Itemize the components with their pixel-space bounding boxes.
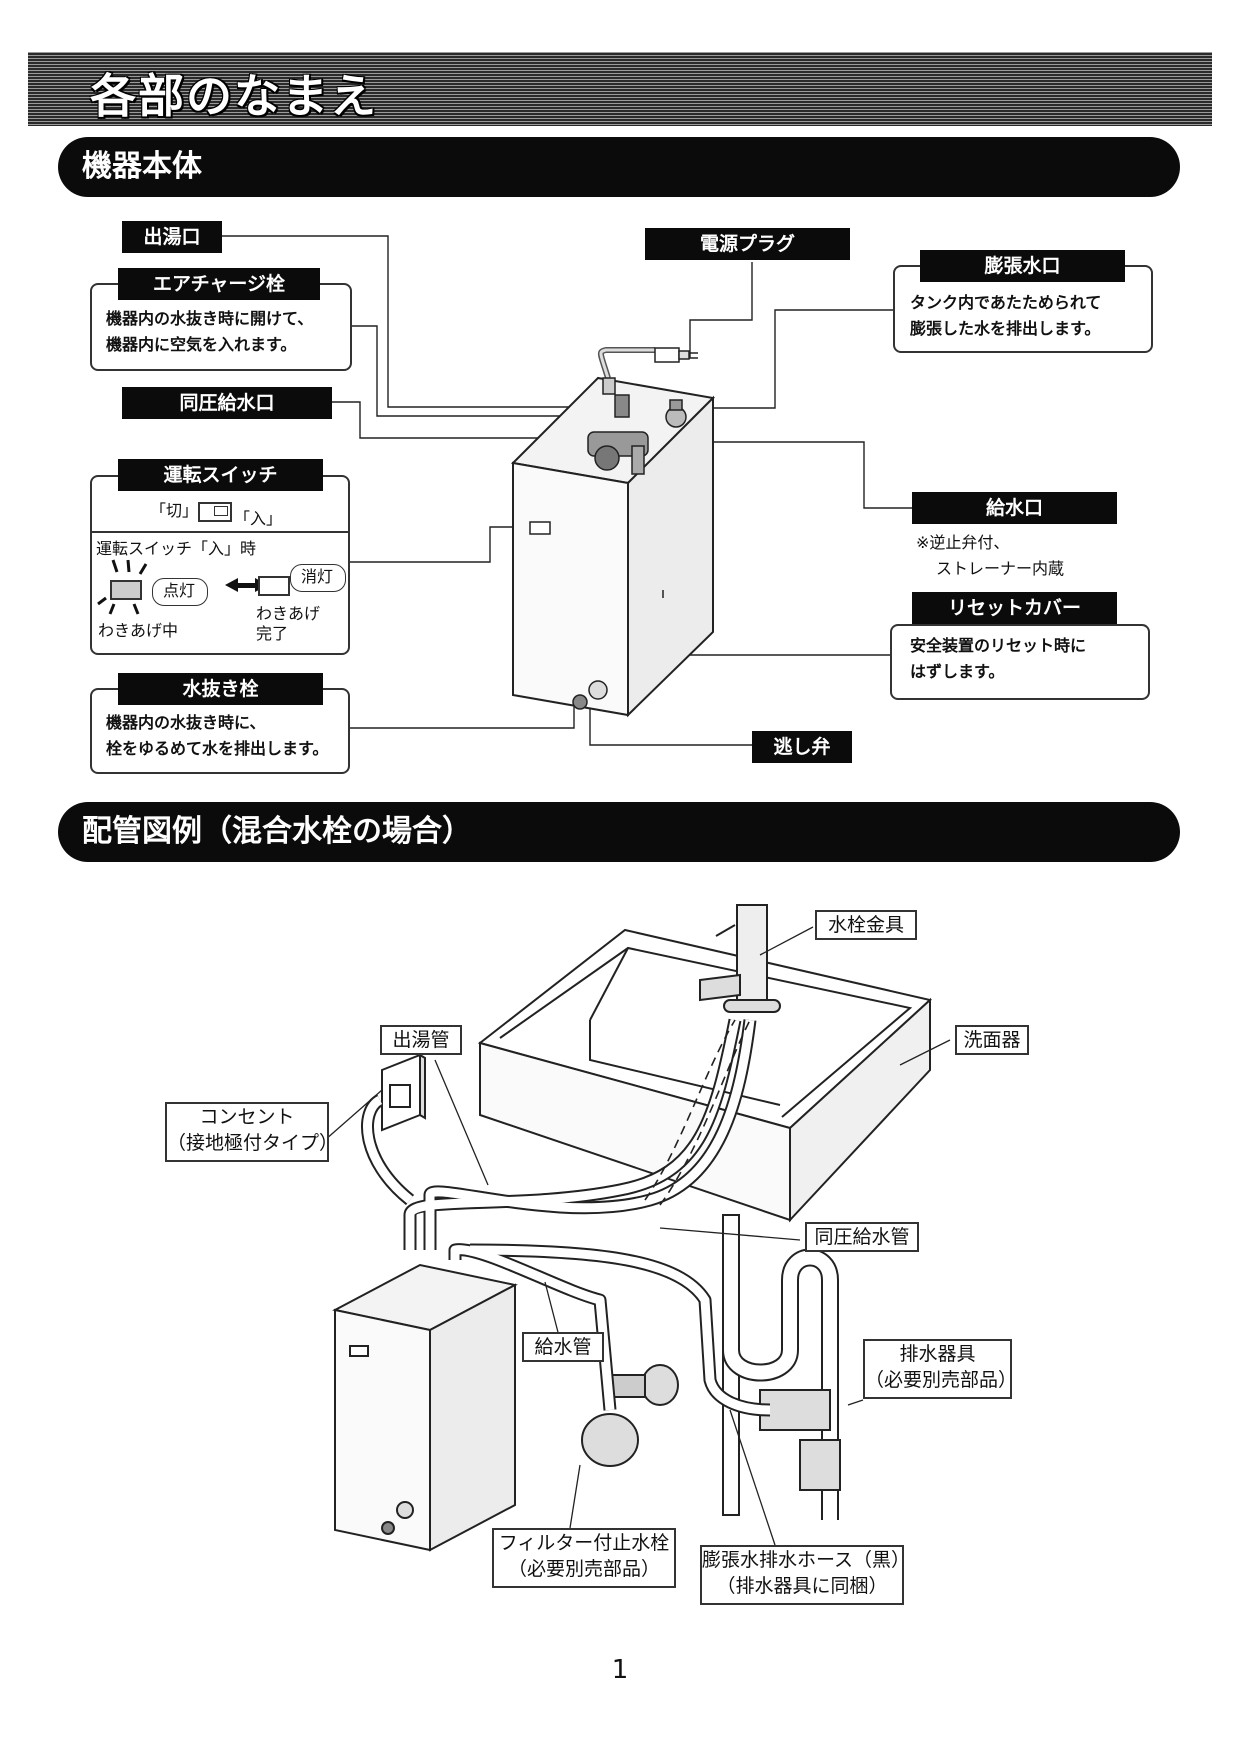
label-same-pressure-pipe: 同圧給水管 (805, 1222, 919, 1252)
label-hose2: （排水器具に同梱） (716, 1575, 888, 1597)
switch-on-label: 「入」 (234, 509, 283, 528)
label-hose1: 膨張水排水ホース（黒） (702, 1549, 911, 1571)
section-title-piping: 配管図例（混合水栓の場合） (82, 814, 472, 849)
inlet-note1: ※逆止弁付、 (916, 533, 1010, 552)
label-inlet: 給水口 (912, 492, 1117, 524)
drain-desc1: 機器内の水抜き時に、 (106, 713, 266, 732)
section-bar-piping (58, 802, 1180, 862)
expansion-desc1: タンク内であたためられて (910, 293, 1102, 312)
page-number: 1 (611, 1655, 629, 1685)
label-switch: 運転スイッチ (118, 459, 323, 491)
label-supply-pipe: 給水管 (522, 1332, 604, 1362)
reset-desc1: 安全装置のリセット時に (910, 636, 1087, 655)
label-outlet1: コンセント (199, 1106, 295, 1128)
switch-done2: 完了 (256, 624, 289, 643)
switch-icon (198, 502, 232, 522)
section-title-unit: 機器本体 (82, 149, 202, 184)
label-air-charge: エアチャージ栓 (118, 268, 320, 300)
switch-lit: 点灯 (163, 581, 196, 600)
label-outlet-box: コンセント （接地極付タイプ） (165, 1102, 339, 1162)
drain-desc2: 栓をゆるめて水を排出します。 (106, 739, 329, 758)
label-filter-box: フィルター付止水栓 （必要別売部品） (492, 1528, 676, 1588)
label-drain-fitting1: 排水器具 (899, 1343, 976, 1365)
label-faucet: 水栓金具 (815, 910, 917, 940)
label-filter2: （必要別売部品） (507, 1558, 660, 1580)
lit-bubble (152, 578, 208, 606)
switch-heating: わきあげ中 (98, 621, 179, 640)
label-outlet2: （接地極付タイプ） (167, 1132, 339, 1154)
label-drain: 水抜き栓 (118, 673, 323, 705)
label-relief-valve: 逃し弁 (752, 731, 852, 763)
label-drain-fitting2: （必要別売部品） (865, 1369, 1018, 1391)
label-same-pressure: 同圧給水口 (122, 387, 332, 419)
section-bar-unit (58, 137, 1180, 197)
label-hot-pipe: 出湯管 (380, 1025, 462, 1055)
page-title: 各部のなまえ (90, 69, 378, 123)
switch-unlit: 消灯 (301, 567, 334, 586)
box-reset (890, 624, 1150, 700)
switch-status-header: 運転スイッチ「入」時 (96, 539, 257, 558)
air-charge-desc2: 機器内に空気を入れます。 (106, 335, 297, 354)
reset-desc2: はずします。 (910, 662, 1005, 681)
unit-diagram (222, 235, 912, 746)
lamp-rays-icon (97, 559, 268, 615)
switch-done1: わきあげ (256, 604, 321, 623)
label-filter1: フィルター付止水栓 (498, 1532, 670, 1554)
lamp-lit-icon (110, 580, 142, 600)
label-outlet: 出湯口 (122, 221, 222, 253)
label-basin: 洗面器 (955, 1025, 1029, 1055)
expansion-desc2: 膨張した水を排出します。 (910, 319, 1101, 338)
header-banner (28, 52, 1212, 126)
label-reset: リセットカバー (912, 592, 1117, 624)
label-drain-fitting-box: 排水器具 （必要別売部品） (863, 1339, 1018, 1399)
switch-off-label: 「切」 (150, 501, 199, 520)
air-charge-desc1: 機器内の水抜き時に開けて、 (106, 309, 314, 328)
inlet-note2: ストレーナー内蔵 (936, 559, 1065, 578)
label-power-plug: 電源プラグ (645, 228, 850, 260)
lamp-unlit-icon (258, 576, 290, 596)
label-expansion: 膨張水口 (920, 250, 1125, 282)
unlit-bubble (290, 564, 346, 592)
label-hose-box: 膨張水排水ホース（黒） （排水器具に同梱） (700, 1545, 911, 1605)
